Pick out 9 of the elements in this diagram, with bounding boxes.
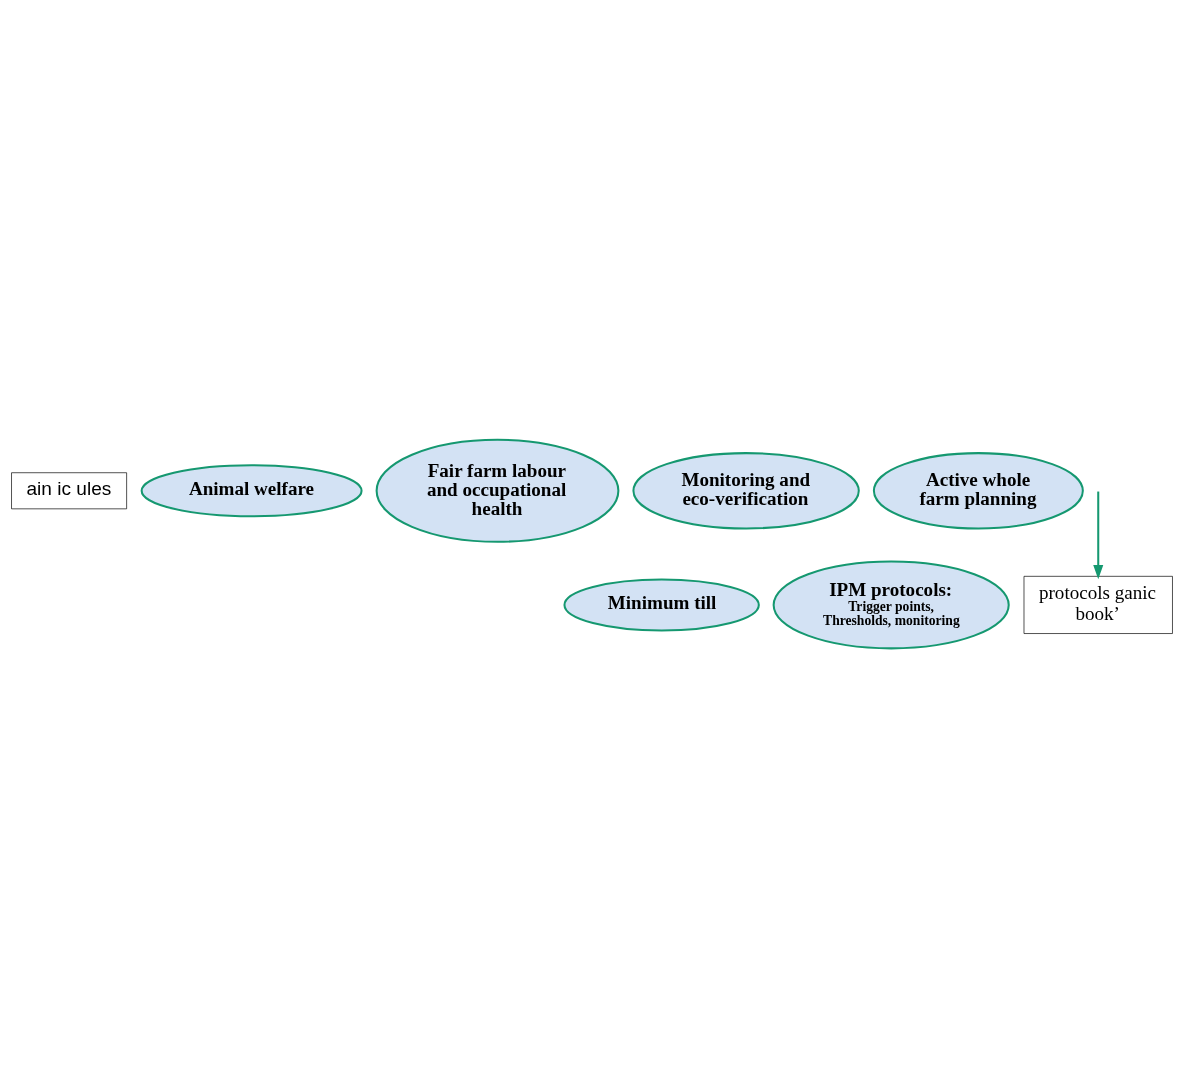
node-ellipse: Animal welfare xyxy=(140,464,363,518)
node-ellipse: Active whole farm planning xyxy=(872,452,1084,530)
node-ellipse: Fair farm labour and occupational health xyxy=(375,438,620,543)
arrow xyxy=(1093,491,1104,580)
node-ellipse: Minimum till xyxy=(563,578,760,632)
node-ellipse: IPM protocols: Trigger points, Thresholds, monitoring xyxy=(772,560,1010,650)
node-box: protocols ganic book’ xyxy=(1023,576,1173,634)
node-box: ain ic ules xyxy=(11,472,127,510)
node-ellipse: Monitoring and eco-verification xyxy=(632,452,860,530)
